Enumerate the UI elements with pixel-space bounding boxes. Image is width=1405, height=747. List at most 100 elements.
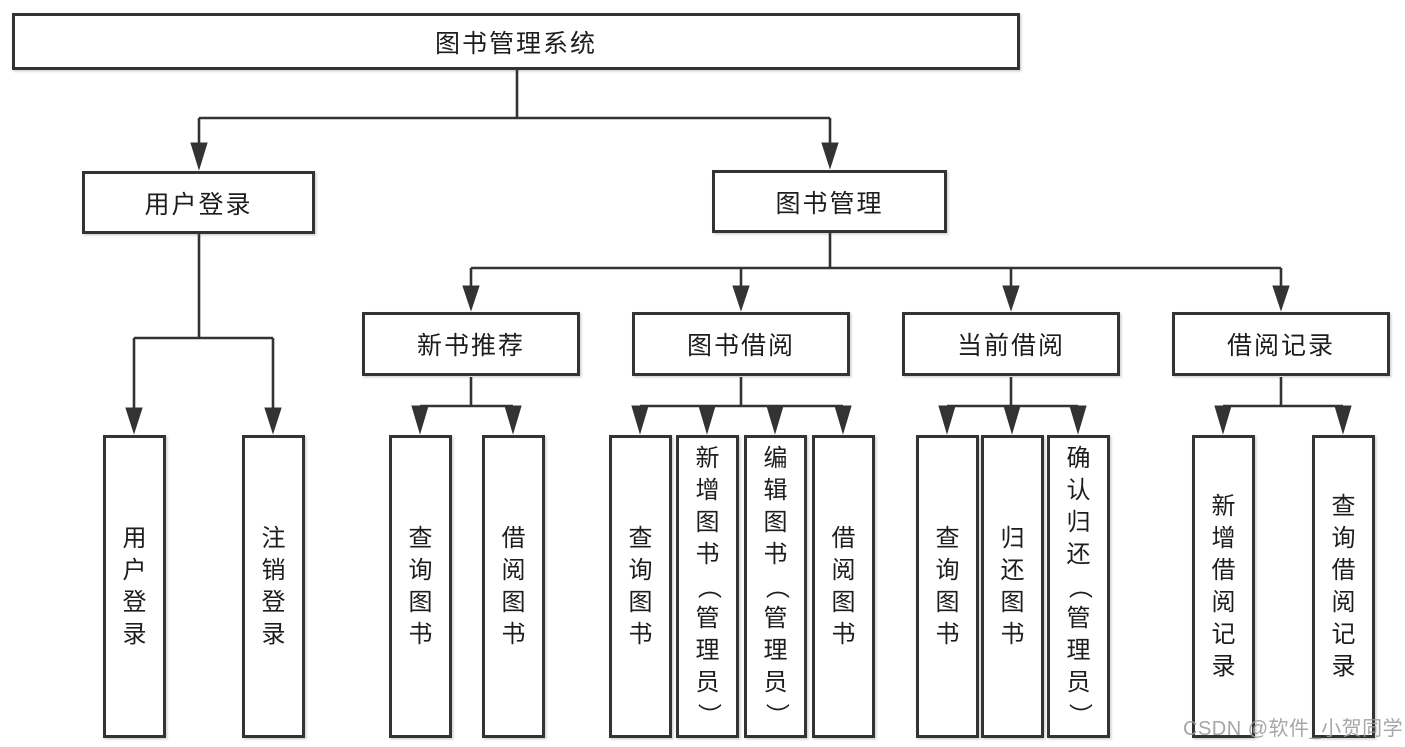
arrowhead <box>698 405 716 435</box>
vertical-char: 查 <box>1331 492 1356 520</box>
vertical-char: 理 <box>695 636 720 664</box>
node-new-book-recommend-label: 新书推荐 <box>416 332 525 360</box>
vertical-char: 还 <box>1066 540 1091 568</box>
vertical-char: 注 <box>261 524 286 552</box>
vertical-char: ） <box>762 702 790 727</box>
vertical-char: 图 <box>831 588 856 616</box>
vertical-char: 管 <box>1066 604 1091 632</box>
leaf-query-books-borrowing: 查询图书 <box>609 435 672 738</box>
vertical-char: 图 <box>408 588 433 616</box>
node-user-login-label: 用户登录 <box>144 190 253 219</box>
leaf-query-books-recommend: 查询图书 <box>389 435 452 738</box>
connector-current-borrow-to-leaves <box>938 377 1087 435</box>
arrowhead <box>264 407 282 435</box>
leaf-borrow-books-borrowing: 借阅图书 <box>812 435 875 738</box>
arrowhead <box>938 405 956 435</box>
leaf-user-login: 用户登录 <box>103 435 166 738</box>
vertical-char: 记 <box>1211 620 1236 648</box>
vertical-char: 图 <box>763 508 788 536</box>
vertical-char: 图 <box>628 588 653 616</box>
connector-user-login-to-leaves <box>125 234 282 435</box>
vertical-char: 认 <box>1066 476 1091 504</box>
connector-borrow-records-to-leaves <box>1214 377 1352 435</box>
node-new-book-recommend: 新书推荐 <box>362 312 580 376</box>
leaf-query-books-current-label: 查询图书 <box>936 523 960 651</box>
connector-root-to-level2 <box>190 70 839 171</box>
vertical-char: 登 <box>122 588 147 616</box>
leaf-user-login-label: 用户登录 <box>123 523 147 651</box>
arrowhead <box>631 405 649 435</box>
leaf-add-borrow-record: 新增借阅记录 <box>1192 435 1255 738</box>
vertical-char: 员 <box>695 668 720 696</box>
vertical-char: 书 <box>831 620 856 648</box>
vertical-char: 员 <box>763 668 788 696</box>
leaf-borrow-books-recommend-label: 借阅图书 <box>502 523 526 651</box>
arrowhead <box>504 405 522 435</box>
node-user-login: 用户登录 <box>82 171 315 234</box>
vertical-char: 询 <box>1331 524 1356 552</box>
leaf-return-book: 归还图书 <box>981 435 1044 738</box>
leaf-logout-label: 注销登录 <box>262 523 286 651</box>
node-borrow-records: 借阅记录 <box>1172 312 1390 376</box>
vertical-char: 登 <box>261 588 286 616</box>
vertical-char: 书 <box>628 620 653 648</box>
vertical-char: 新 <box>1211 492 1236 520</box>
leaf-confirm-return-admin: 确认归还（管理员） <box>1047 435 1110 738</box>
vertical-char: 书 <box>695 540 720 568</box>
node-book-management-label: 图书管理 <box>775 189 884 218</box>
vertical-char: 归 <box>1000 524 1025 552</box>
leaf-query-books-recommend-label: 查询图书 <box>409 523 433 651</box>
leaf-query-borrow-record: 查询借阅记录 <box>1312 435 1375 738</box>
vertical-char: 书 <box>763 540 788 568</box>
vertical-char: ） <box>694 702 722 727</box>
vertical-char: 管 <box>763 604 788 632</box>
vertical-char: 书 <box>1000 620 1025 648</box>
connector-book-borrow-to-leaves <box>631 377 852 435</box>
arrowhead <box>125 407 143 435</box>
arrowhead <box>1334 405 1352 435</box>
vertical-char: 户 <box>122 556 147 584</box>
leaf-add-book-admin-label: 新增图书（管理员） <box>695 443 722 731</box>
vertical-char: 还 <box>1000 556 1025 584</box>
leaf-query-books-current: 查询图书 <box>916 435 979 738</box>
vertical-char: 录 <box>1331 652 1356 680</box>
vertical-char: 询 <box>408 556 433 584</box>
vertical-char: 借 <box>831 524 856 552</box>
vertical-char: 借 <box>1331 556 1356 584</box>
vertical-char: （ <box>1065 574 1093 599</box>
connector-new-books-to-leaves <box>411 377 522 435</box>
vertical-char: 询 <box>935 556 960 584</box>
vertical-char: 辑 <box>763 476 788 504</box>
arrowhead <box>1272 285 1290 312</box>
leaf-confirm-return-admin-label: 确认归还（管理员） <box>1066 443 1093 731</box>
csdn-watermark: CSDN @软件_小贺同学 <box>1183 718 1404 740</box>
arrowhead <box>766 405 784 435</box>
leaf-return-book-label: 归还图书 <box>1001 523 1025 651</box>
vertical-char: 销 <box>261 556 286 584</box>
vertical-char: 记 <box>1331 620 1356 648</box>
vertical-char: 理 <box>763 636 788 664</box>
arrowhead <box>1002 285 1020 312</box>
connector-book-mgmt-to-level3 <box>462 233 1290 312</box>
vertical-char: 询 <box>628 556 653 584</box>
vertical-char: 管 <box>695 604 720 632</box>
vertical-char: 书 <box>408 620 433 648</box>
arrowhead <box>732 285 750 312</box>
vertical-char: 借 <box>1211 556 1236 584</box>
vertical-char: 确 <box>1066 444 1091 472</box>
leaf-query-books-borrowing-label: 查询图书 <box>629 523 653 651</box>
arrowhead <box>1069 405 1087 435</box>
leaf-add-book-admin: 新增图书（管理员） <box>676 435 739 738</box>
vertical-char: 书 <box>501 620 526 648</box>
leaf-query-borrow-record-label: 查询借阅记录 <box>1332 491 1356 683</box>
vertical-char: 阅 <box>501 556 526 584</box>
vertical-char: （ <box>694 574 722 599</box>
vertical-char: 录 <box>1211 652 1236 680</box>
node-current-borrowing-label: 当前借阅 <box>956 332 1065 360</box>
vertical-char: 图 <box>695 508 720 536</box>
vertical-char: 图 <box>1000 588 1025 616</box>
node-book-management: 图书管理 <box>712 170 947 233</box>
vertical-char: 查 <box>628 524 653 552</box>
